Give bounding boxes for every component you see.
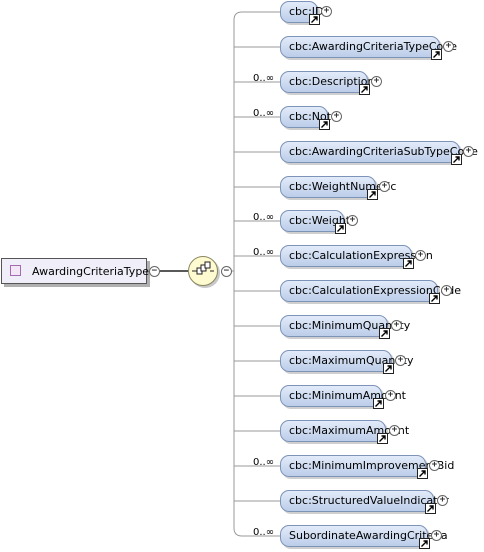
occurrence-label: 0..∞ — [253, 108, 275, 119]
child-element-box[interactable]: cbc:MinimumQuantity — [280, 315, 410, 337]
occurrence-label: 0..∞ — [253, 73, 275, 84]
root-element-label: AwardingCriteriaType — [32, 265, 150, 278]
link-arrow-icon — [367, 189, 378, 200]
child-expand-toggle[interactable]: + — [371, 76, 382, 87]
child-element-box[interactable]: cbc:CalculationExpression — [280, 245, 433, 267]
link-arrow-icon — [429, 293, 440, 304]
child-element-label: cbc:Weight — [289, 214, 351, 227]
child-element-label: cbc:AwardingCriteriaTypeCode — [289, 40, 458, 53]
child-element-box[interactable]: cbc:MinimumAmount — [280, 385, 406, 407]
child-expand-toggle[interactable]: + — [443, 41, 454, 52]
sequence-collapse-toggle[interactable]: − — [221, 266, 232, 277]
occurrence-label: 0..∞ — [253, 212, 275, 223]
child-expand-toggle[interactable]: + — [331, 111, 342, 122]
link-arrow-icon — [379, 328, 390, 339]
child-element-box[interactable]: cbc:WeightNumeric — [280, 176, 396, 198]
child-element-box[interactable]: cbc:AwardingCriteriaTypeCode — [280, 36, 457, 58]
root-element-box[interactable]: AwardingCriteriaType — [1, 258, 150, 284]
child-element-label: cbc:Description — [289, 75, 375, 88]
child-element-label: cbc:MaximumQuantity — [289, 354, 414, 367]
link-arrow-icon — [451, 154, 462, 165]
child-element-label: cbc:StructuredValueIndicator — [289, 494, 449, 507]
link-arrow-icon — [377, 433, 388, 444]
child-expand-toggle[interactable]: + — [347, 215, 358, 226]
child-element-box[interactable]: cbc:MaximumQuantity — [280, 350, 414, 372]
child-expand-toggle[interactable]: + — [429, 460, 440, 471]
child-element-label: cbc:MinimumImprovementBid — [289, 459, 455, 472]
sequence-compositor-icon[interactable] — [188, 256, 218, 286]
child-element-label: cbc:AwardingCriteriaSubTypeCode — [289, 145, 478, 158]
child-expand-toggle[interactable]: + — [415, 250, 426, 261]
child-element-box[interactable]: cbc:StructuredValueIndicator — [280, 490, 449, 512]
link-arrow-icon — [431, 49, 442, 60]
child-expand-toggle[interactable]: + — [391, 320, 402, 331]
child-element-box[interactable]: cbc:MinimumImprovementBid — [280, 455, 454, 477]
link-arrow-icon — [383, 363, 394, 374]
child-element-box[interactable]: cbc:AwardingCriteriaSubTypeCode — [280, 141, 478, 163]
child-element-label: cbc:CalculationExpression — [289, 249, 433, 262]
link-arrow-icon — [417, 468, 428, 479]
link-arrow-icon — [425, 503, 436, 514]
child-expand-toggle[interactable]: + — [431, 530, 442, 541]
child-expand-toggle[interactable]: + — [389, 425, 400, 436]
link-arrow-icon — [319, 119, 330, 130]
child-expand-toggle[interactable]: + — [321, 6, 332, 17]
child-element-box[interactable]: cbc:Weight — [280, 210, 350, 232]
child-element-box[interactable]: SubordinateAwardingCriteria — [280, 525, 448, 547]
link-arrow-icon — [419, 538, 430, 549]
occurrence-label: 0..∞ — [253, 247, 275, 258]
child-expand-toggle[interactable]: + — [379, 181, 390, 192]
child-expand-toggle[interactable]: + — [463, 146, 474, 157]
child-element-box[interactable]: cbc:Description — [280, 71, 374, 93]
link-arrow-icon — [335, 223, 346, 234]
occurrence-label: 0..∞ — [253, 457, 275, 468]
link-arrow-icon — [373, 398, 384, 409]
occurrence-label: 0..∞ — [253, 527, 275, 538]
complex-type-icon — [10, 265, 21, 276]
child-element-label: cbc:CalculationExpressionCode — [289, 284, 462, 297]
child-expand-toggle[interactable]: + — [395, 355, 406, 366]
link-arrow-icon — [403, 258, 414, 269]
child-element-box[interactable]: cbc:CalculationExpressionCode — [280, 280, 461, 302]
link-arrow-icon — [309, 14, 320, 25]
child-element-box[interactable]: cbc:MaximumAmount — [280, 420, 409, 442]
child-expand-toggle[interactable]: + — [441, 285, 452, 296]
link-arrow-icon — [359, 84, 370, 95]
root-collapse-toggle[interactable]: − — [149, 266, 160, 277]
sequence-bus-line — [233, 11, 280, 537]
child-expand-toggle[interactable]: + — [437, 495, 448, 506]
child-element-label: SubordinateAwardingCriteria — [289, 529, 448, 542]
child-expand-toggle[interactable]: + — [385, 390, 396, 401]
